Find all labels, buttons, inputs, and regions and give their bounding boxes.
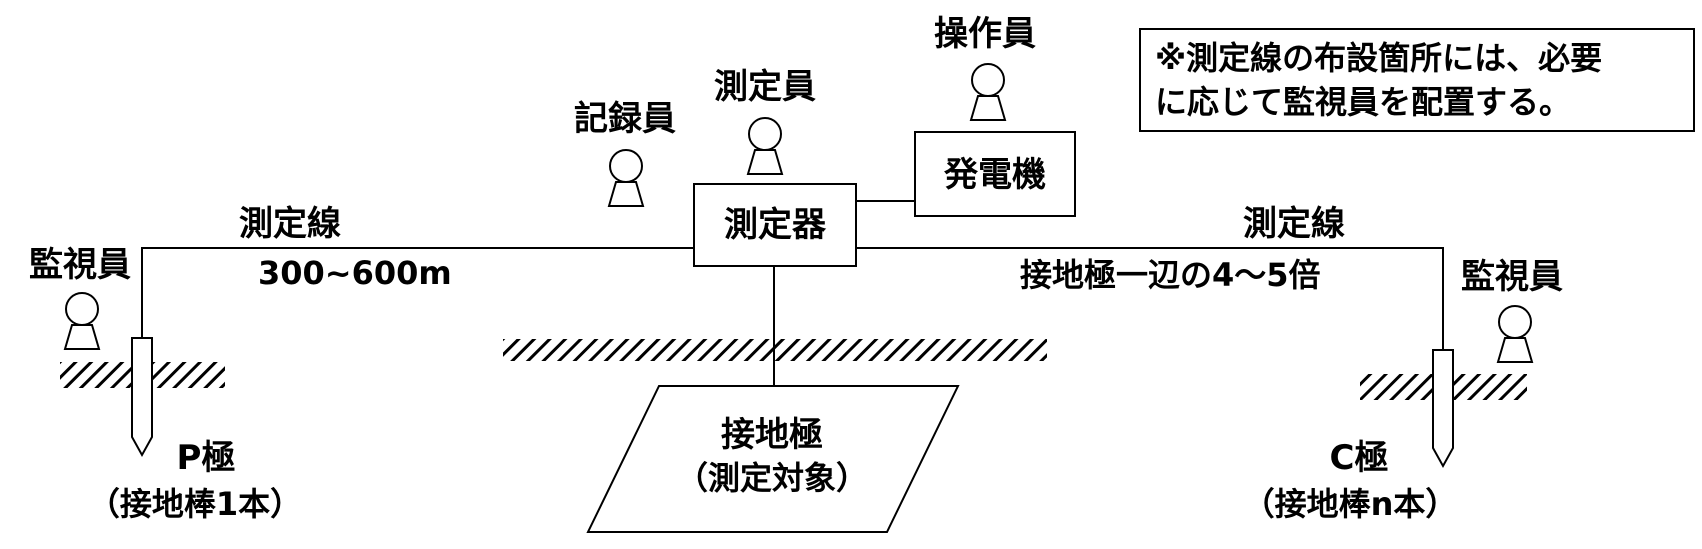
ground-electrode-shape xyxy=(586,385,960,533)
person-icon-measurer xyxy=(746,117,784,175)
c-electrode-rod xyxy=(1432,349,1454,469)
label-instrument: 測定器 xyxy=(724,205,826,245)
label-c-electrode-sub: （接地棒n本） xyxy=(1242,485,1458,523)
label-p-electrode-sub: （接地棒1本） xyxy=(87,485,303,523)
note-line-2: に応じて監視員を配置する。 xyxy=(1155,83,1572,121)
label-p-electrode: P極 xyxy=(176,438,236,478)
p-electrode-rod xyxy=(131,337,153,458)
label-monitor-right: 監視員 xyxy=(1461,257,1563,297)
label-measure-line-right-distance: 接地極一辺の4～5倍 xyxy=(1020,256,1321,294)
label-monitor-left: 監視員 xyxy=(29,245,131,285)
label-generator: 発電機 xyxy=(944,155,1046,195)
person-icon-recorder xyxy=(607,149,645,207)
note-box: ※測定線の布設箇所には、必要 に応じて監視員を配置する。 xyxy=(1139,28,1695,132)
measure-line-right xyxy=(856,247,1444,350)
label-measure-line-left: 測定線 xyxy=(239,204,341,244)
generator-box xyxy=(914,131,1076,217)
measure-line-left xyxy=(141,247,694,338)
instrument-box xyxy=(693,183,857,267)
person-icon-monitor-right xyxy=(1496,305,1534,363)
label-measure-line-right: 測定線 xyxy=(1243,204,1345,244)
label-measurer: 測定員 xyxy=(714,67,816,107)
label-ground-electrode: 接地極 xyxy=(721,415,823,455)
person-icon-monitor-left xyxy=(63,292,101,350)
person-icon-operator xyxy=(969,63,1007,121)
label-recorder: 記録員 xyxy=(574,99,676,139)
note-line-1: ※測定線の布設箇所には、必要 xyxy=(1155,39,1603,77)
label-c-electrode: C極 xyxy=(1329,438,1389,478)
label-operator: 操作員 xyxy=(934,14,1036,54)
label-measure-line-left-distance: 300~600m xyxy=(258,254,452,292)
label-ground-electrode-sub: （測定対象） xyxy=(675,459,869,497)
